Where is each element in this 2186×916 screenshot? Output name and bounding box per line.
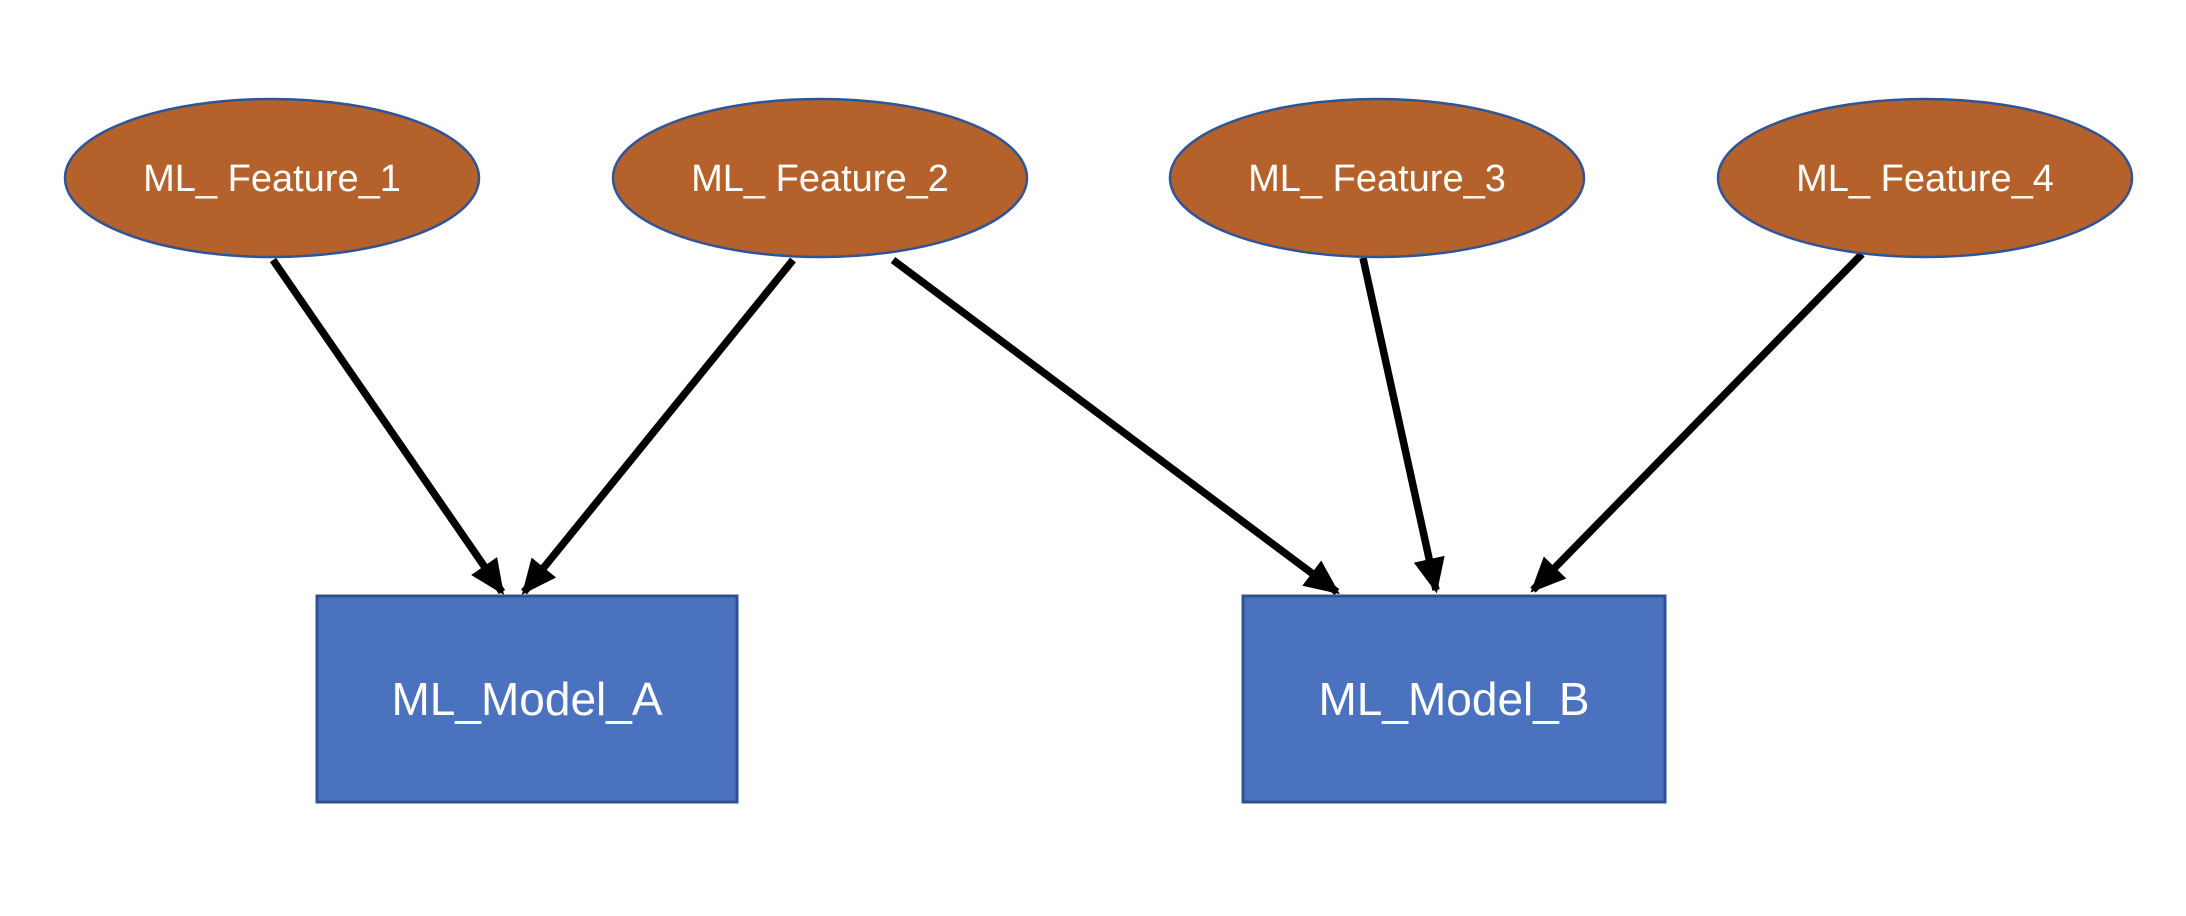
feature-1-shape [63, 97, 481, 259]
feature-node-3: ML_ Feature_3 [1168, 97, 1586, 259]
model-node-b: ML_Model_B [1241, 594, 1667, 804]
feature-1-label: ML_ Feature_1 [143, 158, 401, 200]
edge-feature2-to-model-a [521, 257, 796, 595]
model-node-a: ML_Model_A [315, 594, 739, 804]
model-a-label: ML_Model_A [391, 673, 662, 725]
feature-3-label: ML_ Feature_3 [1248, 158, 1506, 200]
feature-2-label: ML_ Feature_2 [691, 158, 949, 200]
feature-3-shape [1168, 97, 1586, 259]
feature-4-shape [1716, 97, 2134, 259]
model-a-shape [315, 594, 739, 804]
edge-feature2-to-model-b [890, 256, 1340, 596]
model-b-label: ML_Model_B [1318, 673, 1589, 725]
feature-4-label: ML_ Feature_4 [1796, 158, 2054, 200]
edge-feature1-to-model-a [269, 257, 506, 595]
edges [269, 251, 1865, 596]
edge-feature4-to-model-b [1530, 251, 1865, 593]
feature-node-4: ML_ Feature_4 [1716, 97, 2134, 259]
feature-2-shape [611, 97, 1029, 259]
feature-node-2: ML_ Feature_2 [611, 97, 1029, 259]
edge-feature3-to-model-b [1359, 257, 1445, 594]
feature-node-1: ML_ Feature_1 [63, 97, 481, 259]
model-b-shape [1241, 594, 1667, 804]
